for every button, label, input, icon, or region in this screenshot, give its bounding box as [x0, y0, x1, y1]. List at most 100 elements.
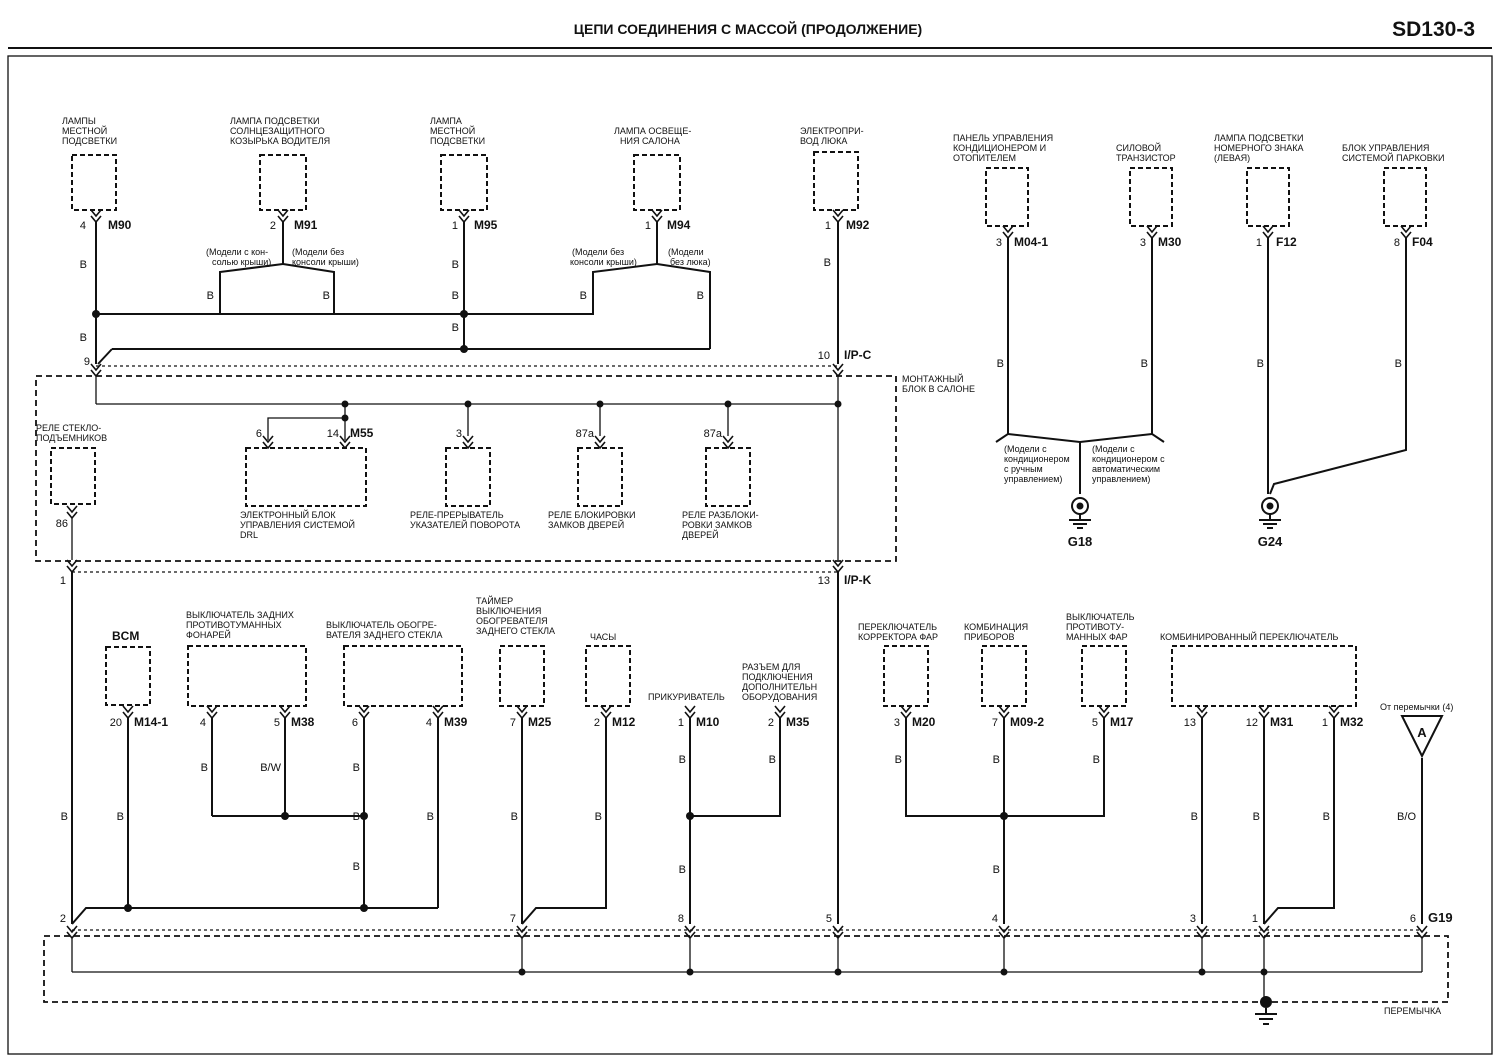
- ground-id: G18: [1068, 534, 1093, 549]
- pin-number: 1: [678, 717, 684, 729]
- jumper-reference: От перемычки (4) A B/O: [1380, 702, 1453, 823]
- component-label: ЛАМПЫ: [62, 116, 96, 126]
- pin-number: 1: [825, 220, 831, 232]
- pin-number: 12: [1246, 717, 1258, 729]
- pin-number: 6: [256, 428, 262, 440]
- wire-color: B: [595, 811, 602, 823]
- wire-color: B: [452, 322, 459, 334]
- pin-number: 1: [1256, 237, 1262, 249]
- wire-color: B: [452, 290, 459, 302]
- connector-id: M39: [444, 715, 468, 729]
- variant-label: (Модели без: [572, 247, 624, 257]
- svg-text:РЕЛЕ СТЕКЛО-ПОДЪЕМНИКОВ: РЕЛЕ СТЕКЛО-ПОДЪЕМНИКОВ: [36, 423, 107, 443]
- pin-number: 2: [60, 913, 66, 925]
- connector-id: M91: [294, 218, 318, 232]
- pin-number: 1: [1322, 717, 1328, 729]
- connector-id: M95: [474, 218, 498, 232]
- variant-label: (Модели без: [292, 247, 344, 257]
- connector-id: M17: [1110, 715, 1134, 729]
- wire-color: B: [1141, 358, 1148, 370]
- component-label: ЧАСЫ: [590, 632, 616, 642]
- connector-id: M35: [786, 715, 810, 729]
- connector-id: I/P-C: [844, 348, 872, 362]
- pin-number: 7: [510, 913, 516, 925]
- connector-id: F04: [1412, 235, 1433, 249]
- pin-number: 8: [678, 913, 684, 925]
- component-label: РАЗЪЕМ ДЛЯ: [742, 662, 800, 672]
- ground-id: G19: [1428, 910, 1453, 925]
- pin-number: 8: [1394, 237, 1400, 249]
- ground-id: G24: [1258, 534, 1283, 549]
- component-label: КОМБИНАЦИЯ: [964, 622, 1028, 632]
- pin-number: 14: [327, 428, 339, 440]
- component-label: ВЫКЛЮЧАТЕЛЬ: [1066, 612, 1135, 622]
- component-label: ЛАМПА ПОДСВЕТКИ: [1214, 133, 1303, 143]
- wire-color: B: [769, 754, 776, 766]
- pin-number: 86: [56, 518, 68, 530]
- pin-number: 3: [996, 237, 1002, 249]
- component-m10: ПРИКУРИВАТЕЛЬ 1 M10 B B: [648, 692, 725, 876]
- wire-color: B: [353, 762, 360, 774]
- header: ЦЕПИ СОЕДИНЕНИЯ С МАССОЙ (ПРОДОЛЖЕНИЕ) S…: [8, 18, 1492, 49]
- wire-color: B: [697, 290, 704, 302]
- connector-id: M32: [1340, 715, 1364, 729]
- pin-number: 3: [456, 428, 462, 440]
- component-label: ВЫКЛЮЧАТЕЛЬ ОБОГРЕ-: [326, 620, 437, 630]
- top-wiring: [92, 222, 839, 365]
- wire-color: B: [207, 290, 214, 302]
- pin-number: 3: [1140, 237, 1146, 249]
- connector-id: M31: [1270, 715, 1294, 729]
- relay-label: РЕЛЕ РАЗБЛОКИ-: [682, 510, 759, 520]
- component-label: ЛАМПА ПОДСВЕТКИ: [230, 116, 319, 126]
- wire-color: B: [452, 259, 459, 271]
- component-label: СИЛОВОЙ: [1116, 142, 1161, 153]
- wire-color: B: [1395, 358, 1402, 370]
- wire-color: B: [323, 290, 330, 302]
- pin-number: 4: [426, 717, 432, 729]
- pin-number: 5: [274, 717, 280, 729]
- connector-id: M90: [108, 218, 132, 232]
- pin-number: 1: [60, 575, 66, 587]
- variant-label: (Модели: [668, 247, 704, 257]
- ground-icon: [1258, 497, 1282, 529]
- wire-color: B: [993, 864, 1000, 876]
- connector-id: M20: [912, 715, 936, 729]
- svg-text:ЛАМПА ОСВЕЩЕ-НИЯ САЛОНА: ЛАМПА ОСВЕЩЕ-НИЯ САЛОНА: [614, 126, 691, 146]
- pin-number: 9: [84, 356, 90, 368]
- pin-number: 6: [1410, 913, 1416, 925]
- pin-number: 20: [110, 717, 122, 729]
- pin-number: 7: [510, 717, 516, 729]
- page-code: SD130-3: [1392, 18, 1475, 41]
- wire-color: B: [427, 811, 434, 823]
- jumper-label: ПЕРЕМЫЧКА: [1384, 1006, 1441, 1016]
- connector-id: M55: [350, 426, 374, 440]
- pin-number: 2: [270, 220, 276, 232]
- wire-color: B: [61, 811, 68, 823]
- jumper-ref-letter: A: [1417, 725, 1427, 740]
- pin-number: 5: [1092, 717, 1098, 729]
- pin-number: 3: [1190, 913, 1196, 925]
- svg-text:ВЫКЛЮЧАТЕЛЬ ОБОГРЕ-ВАТЕЛЯ ЗАДН: ВЫКЛЮЧАТЕЛЬ ОБОГРЕ-ВАТЕЛЯ ЗАДНЕГО СТЕКЛА: [326, 620, 442, 640]
- pin-number: 10: [818, 350, 830, 362]
- component-label: КОМБИНИРОВАННЫЙ ПЕРЕКЛЮЧАТЕЛЬ: [1160, 631, 1339, 642]
- page-frame: [7, 55, 1493, 1055]
- connector-id: M04-1: [1014, 235, 1048, 249]
- wire-color: B/O: [1397, 811, 1416, 823]
